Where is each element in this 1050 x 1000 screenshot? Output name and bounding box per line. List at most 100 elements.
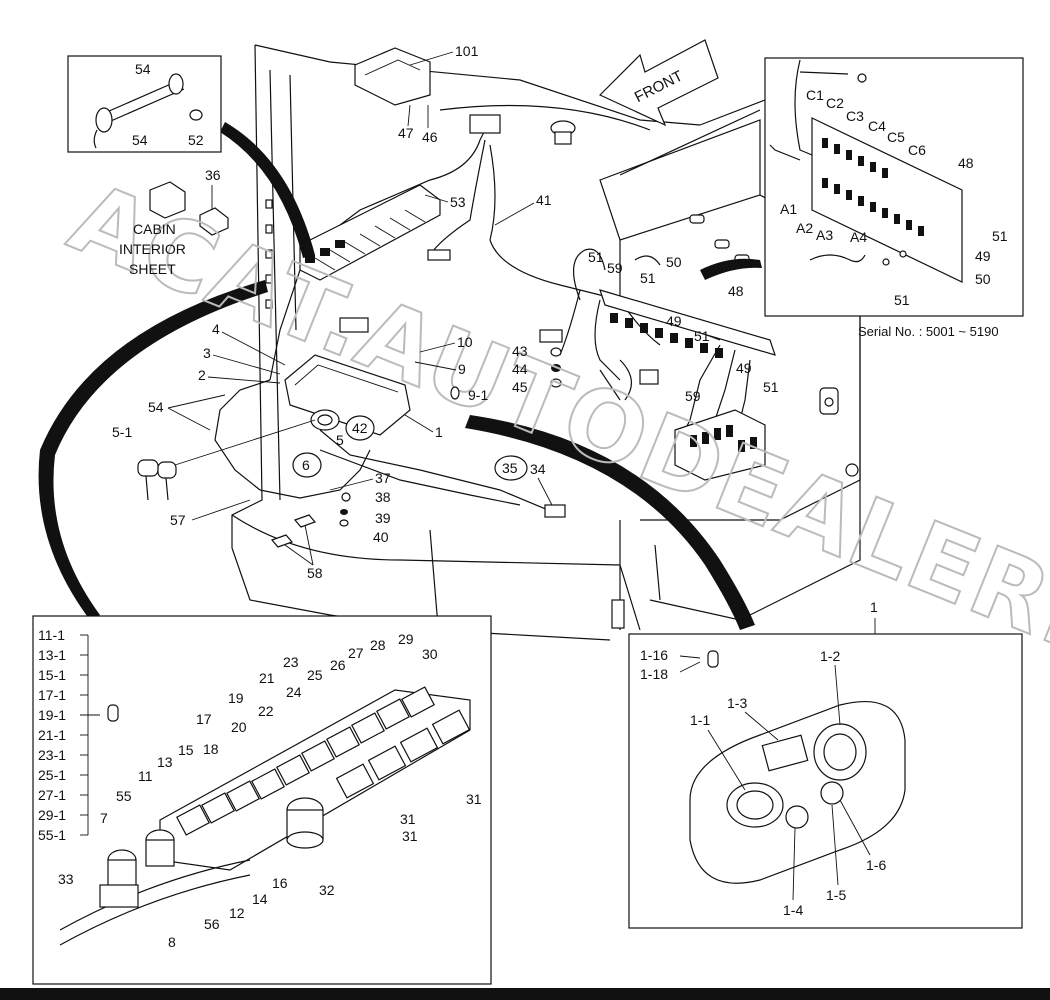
gauge-callout-1-18: 1-18: [640, 666, 668, 682]
callout-9: 9: [458, 361, 466, 377]
callout-40: 40: [373, 529, 389, 545]
inset-gauge-cluster: 1 1-16 1-18 1-2 1-3 1-1 1-4 1-5 1-6: [628, 599, 1023, 929]
wiring-harness: [214, 114, 751, 518]
callout-44: 44: [512, 361, 528, 377]
callout-49-b: 49: [736, 360, 752, 376]
switch-callout-22: 22: [258, 703, 274, 719]
callout-59-a: 59: [607, 260, 623, 276]
callout-58: 58: [307, 565, 323, 581]
callout-37: 37: [375, 470, 391, 486]
callout-57: 57: [170, 512, 186, 528]
inset-grommet: 54 54 52: [67, 55, 222, 153]
callout-1-main: 1: [435, 424, 443, 440]
switch-list-55-1: 55-1: [38, 827, 66, 843]
inset-tr-callout-49: 49: [975, 248, 991, 264]
switch-callout-20: 20: [231, 719, 247, 735]
switch-callout-8: 8: [168, 934, 176, 950]
callout-43: 43: [512, 343, 528, 359]
inset-relay-panel: C1 C2 C3 C4 C5 C6 48 A1 A2 A3 A4 51 49 5…: [764, 57, 1024, 317]
clips-58: [270, 514, 317, 548]
switch-list-25-1: 25-1: [38, 767, 66, 783]
callout-35: 35: [502, 460, 518, 476]
callout-2: 2: [198, 367, 206, 383]
switch-callout-30: 30: [422, 646, 438, 662]
inset-tr-callout-c6: C6: [908, 142, 926, 158]
callout-51-a: 51: [588, 249, 604, 265]
callout-34: 34: [530, 461, 546, 477]
detail-arcs: [38, 122, 762, 630]
gauge-callout-1-3: 1-3: [727, 695, 747, 711]
switch-callout-11: 11: [138, 768, 153, 784]
cabin-note-line-2: INTERIOR: [119, 241, 186, 257]
switch-callout-23: 23: [283, 654, 299, 670]
switch-panel-list: 11-1 13-1 15-1 17-1 19-1 21-1 23-1 25-1 …: [38, 627, 66, 843]
switch-callout-15: 15: [178, 742, 194, 758]
switch-callout-17: 17: [196, 711, 212, 727]
inset-tr-callout-a1: A1: [780, 201, 797, 217]
fasteners-43-45: [339, 347, 562, 527]
gauge-callout-1-5: 1-5: [826, 887, 846, 903]
inset-tr-callout-a4: A4: [850, 229, 867, 245]
fuse-block: [674, 409, 766, 481]
inset-tr-callout-c4: C4: [868, 118, 886, 134]
callout-49-a: 49: [666, 313, 682, 329]
switch-callout-55: 55: [116, 788, 132, 804]
cabin-note-line-3: SHEET: [129, 261, 176, 277]
cabin-note-line-1: CABIN: [133, 221, 176, 237]
switch-list-23-1: 23-1: [38, 747, 66, 763]
switch-callout-24: 24: [286, 684, 302, 700]
inset-tr-callout-48: 48: [958, 155, 974, 171]
callout-41: 41: [536, 192, 552, 208]
callout-51-d: 51: [763, 379, 779, 395]
callout-45: 45: [512, 379, 528, 395]
switch-bank-53: [299, 184, 441, 281]
switch-list-15-1: 15-1: [38, 667, 66, 683]
switch-callout-33: 33: [58, 871, 74, 887]
rocker-switches: [176, 686, 471, 836]
switch-list-27-1: 27-1: [38, 787, 66, 803]
callout-4: 4: [212, 321, 220, 337]
instrument-panel-1: [284, 354, 411, 436]
callout-101: 101: [455, 43, 479, 59]
callout-48-main: 48: [728, 283, 744, 299]
inset-tl-callout-52: 52: [188, 132, 204, 148]
callout-53: 53: [450, 194, 466, 210]
callout-54-main: 54: [148, 399, 164, 415]
switch-list-17-1: 17-1: [38, 687, 66, 703]
switch-list-13-1: 13-1: [38, 647, 66, 663]
gauge-callout-1-1: 1-1: [690, 712, 710, 728]
switch-callout-19: 19: [228, 690, 244, 706]
switch-callout-16: 16: [272, 875, 288, 891]
inset-tr-callout-51-a: 51: [992, 228, 1008, 244]
gauge-callout-1-6: 1-6: [866, 857, 886, 873]
callout-39: 39: [375, 510, 391, 526]
inset-tr-callout-51-b: 51: [894, 292, 910, 308]
switch-list-11-1: 11-1: [38, 627, 65, 643]
inset-tr-callout-c5: C5: [887, 129, 905, 145]
relay-row-48: [599, 289, 776, 358]
inset-tr-callout-c2: C2: [826, 95, 844, 111]
callout-6: 6: [302, 457, 310, 473]
switch-callout-21: 21: [259, 670, 275, 686]
switch-callout-56: 56: [204, 916, 220, 932]
main-callout-labels: 101 47 46 53 41 36 CABIN INTERIOR SHEET …: [112, 43, 779, 581]
switch-callout-18: 18: [203, 741, 219, 757]
switch-callout-32: 32: [319, 882, 335, 898]
gauge-callout-1-4: 1-4: [783, 902, 803, 918]
inset-tr-callout-c3: C3: [846, 108, 864, 124]
bottom-band: [0, 988, 1050, 1000]
switch-callout-7: 7: [100, 810, 108, 826]
callout-38: 38: [375, 489, 391, 505]
switch-callout-12: 12: [229, 905, 245, 921]
callout-59-b: 59: [685, 388, 701, 404]
switch-list-21-1: 21-1: [38, 727, 66, 743]
switch-callout-27: 27: [348, 645, 364, 661]
bracket-101: [354, 47, 431, 106]
inset-tl-callout-54-bottom: 54: [132, 132, 148, 148]
switch-callout-31-b: 31: [400, 811, 416, 827]
inset-tr-callout-50: 50: [975, 271, 991, 287]
callout-51-c: 51: [694, 328, 710, 344]
inset-tl-callout-54-top: 54: [135, 61, 151, 77]
switch-list-19-1: 19-1: [38, 707, 66, 723]
